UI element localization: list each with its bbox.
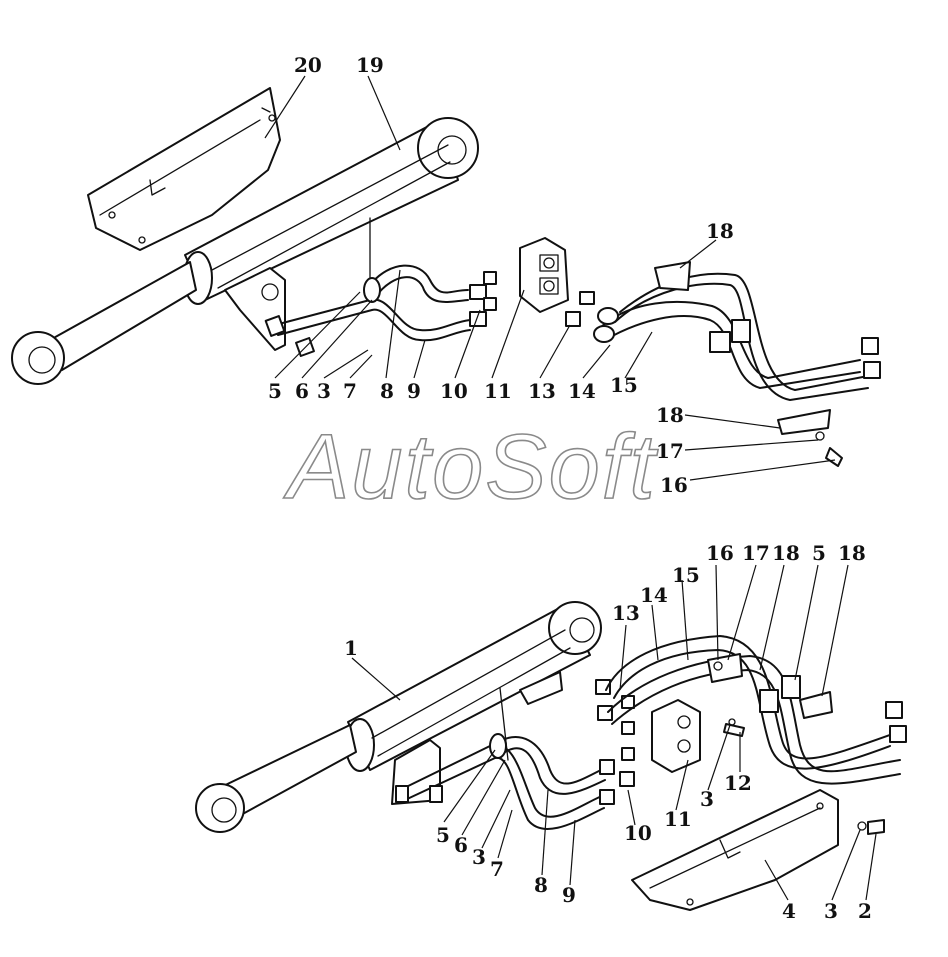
callout-3: 3 [824,899,838,923]
callout-3: 3 [700,787,714,811]
hose-14-bottom [605,635,891,760]
callouts-bottom: 16 17 18 5 18 15 14 13 1 12 3 11 10 5 6 … [344,541,872,923]
callout-6: 6 [454,833,468,857]
callout-3: 3 [317,379,331,403]
callout-17: 17 [742,541,770,565]
callout-11: 11 [664,807,692,831]
callout-14: 14 [568,379,596,403]
pipe-8-top [369,264,469,294]
callout-3: 3 [472,845,486,869]
callout-8: 8 [380,379,394,403]
callout-14: 14 [640,583,668,607]
callout-15: 15 [610,373,638,397]
callout-2: 2 [858,899,872,923]
valve-block-bottom [651,699,701,773]
callout-4: 4 [782,899,796,923]
callout-8: 8 [534,873,548,897]
callout-5: 5 [436,823,450,847]
callout-18: 18 [706,219,734,243]
callout-16: 16 [706,541,734,565]
callout-13: 13 [612,601,640,625]
top-assembly [11,87,881,467]
callout-6: 6 [295,379,309,403]
hose-15-top [614,282,869,401]
callout-15: 15 [672,563,700,587]
callout-9: 9 [562,883,576,907]
callout-16: 16 [660,473,688,497]
callout-7: 7 [343,379,357,403]
pipe-9-top [274,298,471,332]
callout-18: 18 [656,403,684,427]
callout-19: 19 [356,53,384,77]
guard-plate-bottom [631,789,839,911]
guard-plate-top [87,87,281,251]
callout-5: 5 [268,379,282,403]
hose-14-top [604,315,861,389]
callout-18: 18 [772,541,800,565]
callout-11: 11 [484,379,512,403]
callout-12: 12 [724,771,752,795]
leader-lines [264,75,877,901]
callout-17: 17 [656,439,684,463]
callout-5: 5 [812,541,826,565]
callouts-top: 20 19 18 5 6 3 7 8 9 10 11 13 14 15 18 1… [268,53,734,497]
callout-13: 13 [528,379,556,403]
piston-rod-top [49,261,197,371]
callout-10: 10 [624,821,652,845]
watermark: AutoSoft [283,416,658,518]
callout-18: 18 [838,541,866,565]
pipe-8-bottom [497,736,606,785]
valve-block-top [519,237,569,313]
bottom-assembly [195,601,907,911]
callout-20: 20 [294,53,322,77]
callout-9: 9 [407,379,421,403]
callout-10: 10 [440,379,468,403]
callout-7: 7 [490,857,504,881]
callout-1: 1 [344,636,358,660]
